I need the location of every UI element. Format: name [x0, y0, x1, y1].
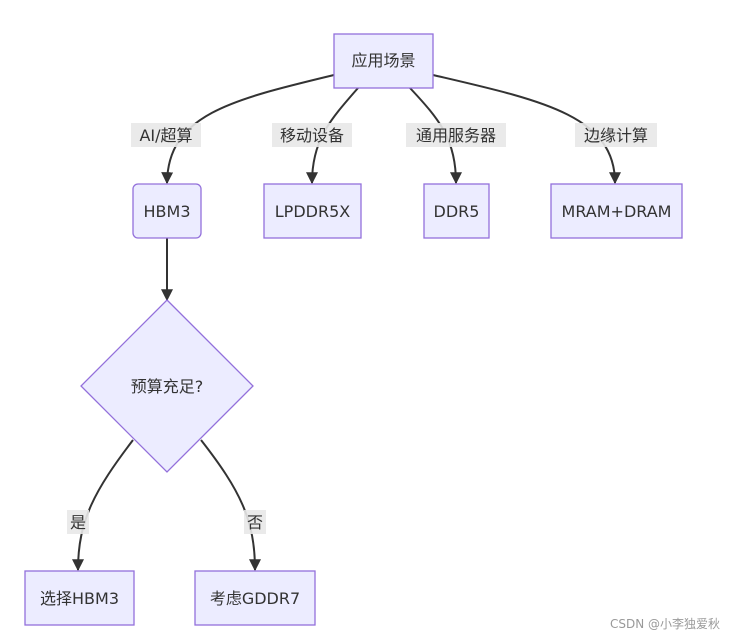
edge-labels: AI/超算 移动设备 通用服务器 边缘计算 是 否 [67, 123, 657, 534]
node-root-label: 应用场景 [351, 51, 415, 70]
watermark: CSDN @小李独爱秋 [610, 616, 720, 631]
edge-label-edge: 边缘计算 [584, 126, 648, 145]
node-consider-gddr7-label: 考虑GDDR7 [210, 589, 300, 608]
node-mram-dram[interactable]: MRAM+DRAM [550, 183, 683, 239]
node-ddr5-label: DDR5 [434, 202, 480, 221]
node-hbm3[interactable]: HBM3 [132, 183, 202, 239]
node-choose-hbm3[interactable]: 选择HBM3 [24, 570, 135, 626]
node-root[interactable]: 应用场景 [333, 33, 434, 89]
edge-label-no: 否 [247, 513, 263, 532]
node-lpddr5x-label: LPDDR5X [275, 202, 351, 221]
edge-budget-yes [72, 439, 134, 572]
edge-label-server: 通用服务器 [416, 126, 496, 145]
node-hbm3-label: HBM3 [144, 202, 191, 221]
edge-root-hbm3 [161, 74, 335, 185]
edge-label-ai: AI/超算 [139, 126, 192, 145]
edges [72, 74, 621, 572]
node-budget-decision[interactable]: 预算充足? [80, 299, 254, 473]
node-choose-hbm3-label: 选择HBM3 [40, 589, 119, 608]
edge-label-yes: 是 [70, 513, 86, 532]
edge-label-mobile: 移动设备 [280, 126, 344, 145]
node-mram-dram-label: MRAM+DRAM [562, 202, 672, 221]
edge-budget-no [200, 439, 261, 572]
node-lpddr5x[interactable]: LPDDR5X [263, 183, 362, 239]
node-ddr5[interactable]: DDR5 [423, 183, 490, 239]
node-consider-gddr7[interactable]: 考虑GDDR7 [194, 570, 316, 626]
node-budget-label: 预算充足? [131, 377, 204, 396]
edge-root-mram [432, 74, 621, 185]
